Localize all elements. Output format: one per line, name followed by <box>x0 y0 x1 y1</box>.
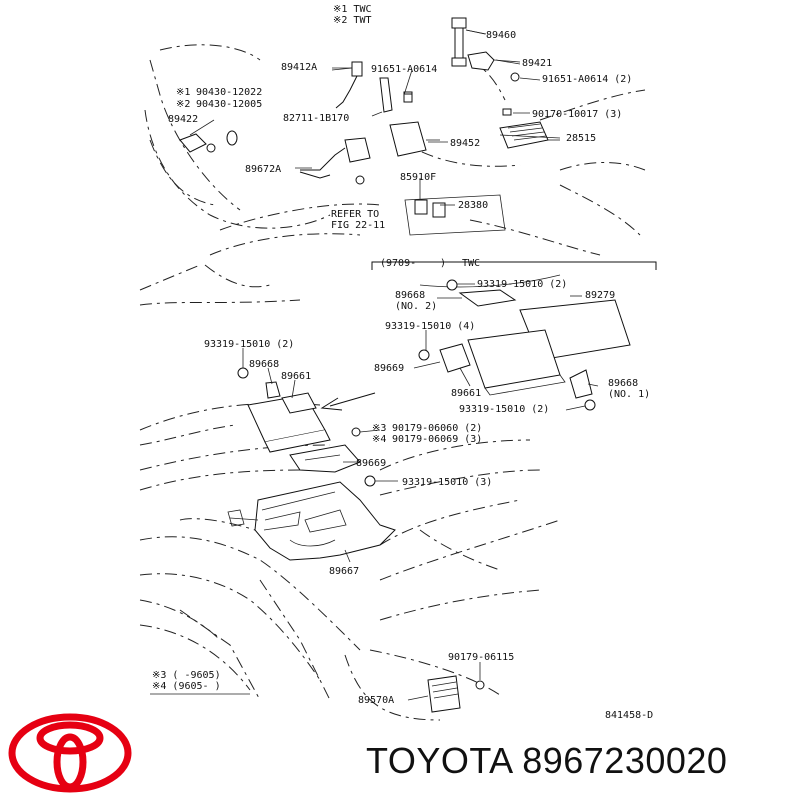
label-93319-15010-2-box: 93319-15010 (2) <box>459 404 549 415</box>
ecu-89661 <box>237 367 331 453</box>
note-twc-1: ※1 TWC <box>333 4 371 15</box>
refer-to: REFER TO <box>331 209 379 220</box>
label-90179-06060: 90179-06060 (2) <box>392 423 482 434</box>
label-89570A: 89570A <box>358 695 394 706</box>
twc-box <box>371 261 657 411</box>
box-header-start: (9709- <box>380 258 416 269</box>
toyota-logo-icon <box>8 713 132 793</box>
label-89452: 89452 <box>450 138 480 149</box>
label-93319-15010-3: 93319-15010 (3) <box>402 477 492 488</box>
sensor-89421 <box>467 51 521 71</box>
ecu-28515 <box>499 121 560 149</box>
label-90430-12005: 90430-12005 <box>196 99 262 110</box>
box-header-twc: TWC <box>462 258 480 269</box>
label-82711-1b170: 82711-1B170 <box>283 113 349 124</box>
knock-sensor-89422 <box>179 130 238 153</box>
refer-fig: FIG 22-11 <box>331 220 385 231</box>
label-89669: 89669 <box>356 458 386 469</box>
part-number: 8967230020 <box>522 740 728 781</box>
label-89460: 89460 <box>486 30 516 41</box>
label-85910F: 85910F <box>400 172 436 183</box>
sensor-89570A <box>427 675 485 713</box>
note-2: ※2 <box>176 99 190 110</box>
vehicle-outline <box>139 44 646 721</box>
wire-89672A <box>299 137 371 179</box>
sensor-89452 <box>389 121 440 157</box>
label-89661: 89661 <box>281 371 311 382</box>
label-89422: 89422 <box>168 114 198 125</box>
note-twc: ※2 TWT <box>333 15 371 26</box>
arrow <box>320 392 376 411</box>
leader-lines <box>189 29 599 701</box>
label-90170-10017: 90170-10017 (3) <box>532 109 622 120</box>
label-93319-15010-2-left: 93319-15010 (2) <box>204 339 294 350</box>
label-91651-a0614: 91651-A0614 <box>371 64 437 75</box>
label-89668-no1: 89668 <box>608 378 638 389</box>
callout-labels: ※2 TWT ※1 TWC 89460 89421 91651-A0614 (2… <box>152 4 653 721</box>
label-89668-no2-sub: (NO. 2) <box>395 301 437 312</box>
label-90179-06069: 90179-06069 (3) <box>392 434 482 445</box>
label-89669-box: 89669 <box>374 363 404 374</box>
note-1: ※1 <box>176 87 190 98</box>
panel-89667 <box>227 481 396 561</box>
fasteners-top <box>355 72 520 185</box>
brand-part-title: TOYOTA 8967230020 <box>366 740 727 782</box>
label-89668-no2: 89668 <box>395 290 425 301</box>
label-89667: 89667 <box>329 566 359 577</box>
label-28380: 28380 <box>458 200 488 211</box>
label-89668: 89668 <box>249 359 279 370</box>
label-90179-06115: 90179-06115 <box>448 652 514 663</box>
note-4: ※4 <box>372 434 386 445</box>
label-89421: 89421 <box>522 58 552 69</box>
legend-4: ※4 (9605- ) <box>152 681 221 692</box>
note-3: ※3 <box>372 423 386 434</box>
sensor-89412A <box>331 61 363 109</box>
diagram-code: 841458-D <box>605 710 653 721</box>
relay-28380 <box>404 194 506 236</box>
label-89661-box: 89661 <box>451 388 481 399</box>
label-93319-15010-4: 93319-15010 (4) <box>385 321 475 332</box>
brand-name: TOYOTA <box>366 740 512 781</box>
box-header-end: ) <box>440 258 446 269</box>
label-28515: 28515 <box>566 133 596 144</box>
label-93319-15010-2-top: 93319-15010 (2) <box>477 279 567 290</box>
label-91651-a0614-2: 91651-A0614 (2) <box>542 74 632 85</box>
label-90430-12022: 90430-12022 <box>196 87 262 98</box>
label-89668-no1-sub: (NO. 1) <box>608 389 650 400</box>
legend-3: ※3 ( -9605) <box>152 670 221 681</box>
label-89672A: 89672A <box>245 164 281 175</box>
label-89412A: 89412A <box>281 62 317 73</box>
label-89279: 89279 <box>585 290 615 301</box>
